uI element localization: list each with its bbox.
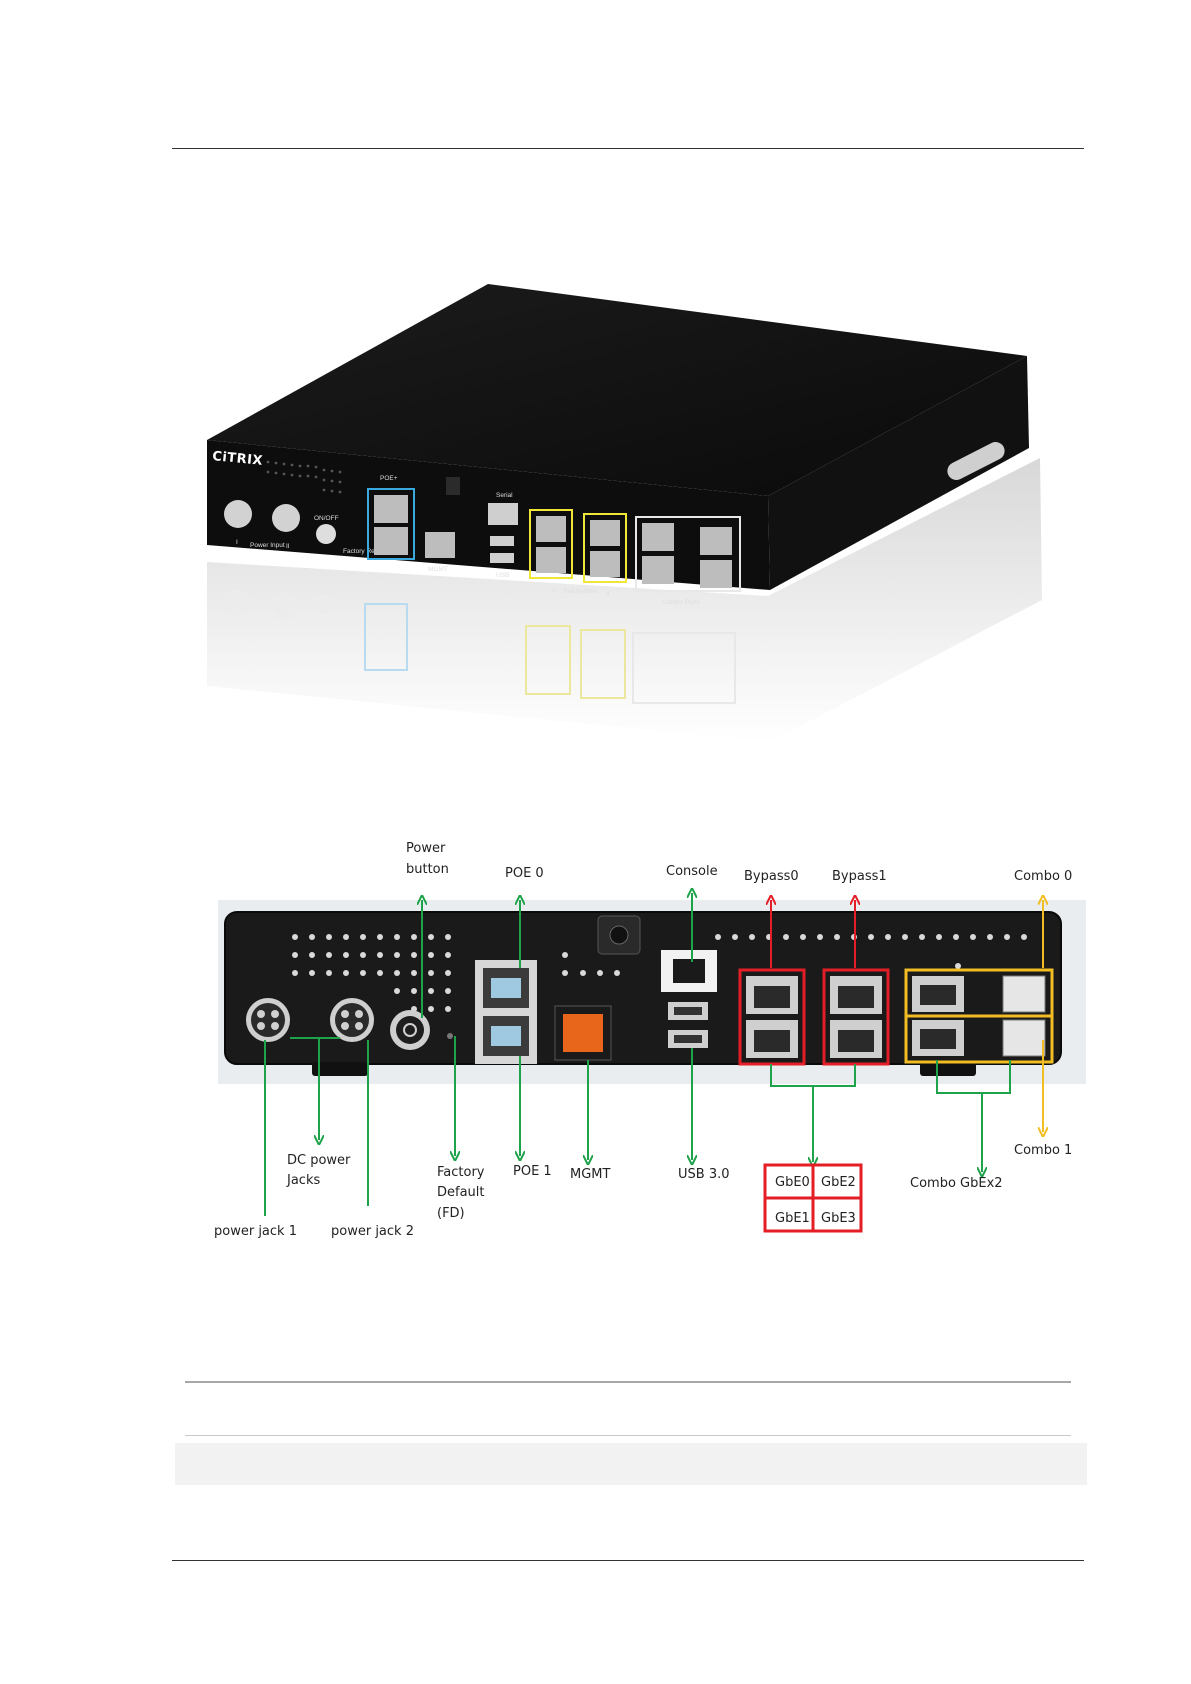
gbe2-label: GbE2 bbox=[821, 1175, 856, 1190]
console-label: Console bbox=[666, 864, 718, 879]
gbe0-label: GbE0 bbox=[775, 1175, 810, 1190]
gbe3-label: GbE3 bbox=[821, 1211, 856, 1226]
combo-gbex2-label: Combo GbEx2 bbox=[910, 1176, 1003, 1191]
factory-default-pinhole bbox=[447, 1033, 453, 1039]
usb30-label: USB 3.0 bbox=[678, 1167, 730, 1182]
dc-power-jacks-label-line1: DC power bbox=[287, 1153, 351, 1168]
poe1-led bbox=[491, 1026, 521, 1046]
power-button-label-line2: button bbox=[406, 862, 449, 877]
power-jack-2-label: power jack 2 bbox=[331, 1224, 414, 1239]
footer-rule bbox=[172, 1560, 1084, 1561]
factory-default-label-line1: Factory bbox=[437, 1165, 485, 1180]
gbe1-label: GbE1 bbox=[775, 1211, 810, 1226]
factory-default-label-line2: Default bbox=[437, 1185, 485, 1200]
section-divider bbox=[185, 1381, 1071, 1383]
combo-sfp-1 bbox=[1003, 1020, 1045, 1056]
poe1-label: POE 1 bbox=[513, 1164, 552, 1179]
rear-foot-right bbox=[920, 1062, 976, 1076]
factory-default-label-line3: (FD) bbox=[437, 1206, 465, 1221]
rear-panel-diagram: GbE0 GbE2 GbE1 GbE3 Power button POE 0 C… bbox=[0, 0, 1191, 1300]
power-button-label-line1: Power bbox=[406, 841, 446, 856]
rear-foot-left bbox=[312, 1062, 368, 1076]
combo0-label: Combo 0 bbox=[1014, 869, 1072, 884]
bypass1-label: Bypass1 bbox=[832, 869, 887, 884]
poe0-led bbox=[491, 978, 521, 998]
bypass0-label: Bypass0 bbox=[744, 869, 799, 884]
poe0-label: POE 0 bbox=[505, 866, 544, 881]
section-divider-thin bbox=[185, 1435, 1071, 1436]
power-jack-1-label: power jack 1 bbox=[214, 1224, 297, 1239]
dc-power-jacks-label-line2: Jacks bbox=[286, 1173, 320, 1188]
dc-power-jack-2 bbox=[330, 998, 374, 1042]
power-button bbox=[390, 1010, 430, 1050]
gbe-grid: GbE0 GbE2 GbE1 GbE3 bbox=[765, 1165, 861, 1231]
mgmt-label: MGMT bbox=[570, 1167, 611, 1182]
mgmt-jack-face bbox=[563, 1014, 603, 1052]
combo1-label: Combo 1 bbox=[1014, 1143, 1072, 1158]
combo-sfp-0 bbox=[1003, 976, 1045, 1012]
dc-power-jack-1 bbox=[246, 998, 290, 1042]
shaded-band bbox=[175, 1443, 1087, 1485]
